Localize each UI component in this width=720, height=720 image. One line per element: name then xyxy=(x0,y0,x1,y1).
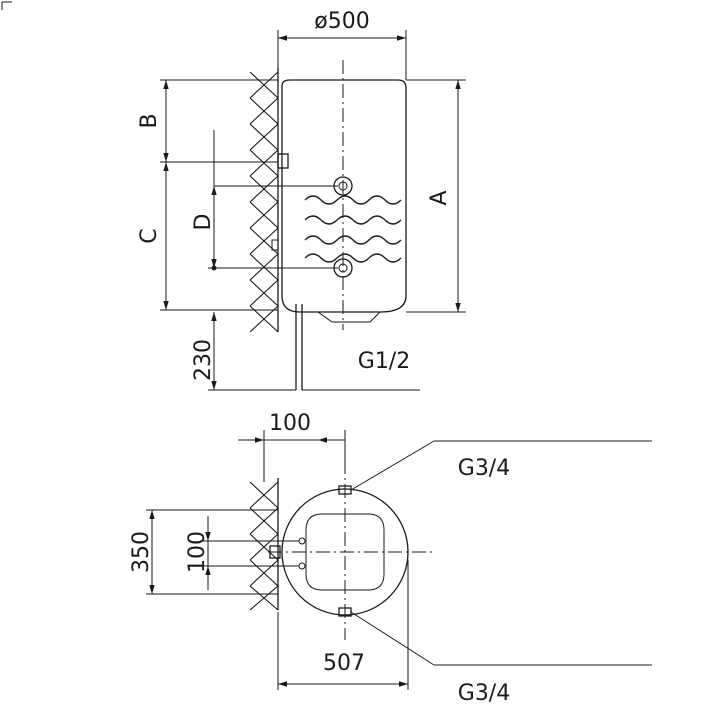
dim-bracket-inner: 100 xyxy=(185,516,299,590)
dim-bottom-offset: 230 xyxy=(191,312,296,391)
wall-hatching-side xyxy=(249,68,279,333)
bottom-connection-label: G3/4 xyxy=(458,681,510,706)
dim-b-c: B C xyxy=(137,79,278,311)
lower-bracket xyxy=(271,239,279,251)
wall-gap-label: 100 xyxy=(269,411,311,436)
dim-bracket-span: 350 xyxy=(129,509,278,595)
wall-bracket xyxy=(277,153,289,169)
inlet-pipe xyxy=(295,304,303,390)
leader-top-connection: G3/4 xyxy=(350,440,652,491)
dim-a: A xyxy=(406,79,466,313)
mount-hole-lower xyxy=(298,562,306,570)
mount-hole-upper xyxy=(298,537,306,545)
dim-c-label: C xyxy=(137,228,162,243)
heating-coil xyxy=(214,176,402,278)
dim-b-label: B xyxy=(137,113,162,128)
dim-d: D xyxy=(191,130,338,271)
corner-mark xyxy=(1,1,12,10)
tank-bottom-cap xyxy=(317,311,381,323)
pipe-thread-label: G1/2 xyxy=(358,349,410,374)
bracket-span-label: 350 xyxy=(129,531,154,573)
dim-a-label: A xyxy=(427,190,452,205)
dim-depth: 507 xyxy=(277,560,409,690)
diameter-label: ø500 xyxy=(314,9,369,34)
bottom-offset-label: 230 xyxy=(191,339,216,381)
tank-body xyxy=(281,79,407,313)
wall-hatching-top xyxy=(249,478,279,611)
dim-d-label: D xyxy=(191,214,216,231)
leader-bottom-connection: G3/4 xyxy=(350,611,652,706)
tank-inner-flange xyxy=(305,513,385,591)
bracket-inner-label: 100 xyxy=(185,531,210,573)
side-view: ø500 A B C D xyxy=(137,9,466,391)
top-view: 100 350 100 507 G3/4 xyxy=(129,411,652,706)
top-connection-label: G3/4 xyxy=(458,456,510,481)
top-bracket xyxy=(269,545,281,559)
dim-pipe-thread: G1/2 xyxy=(258,349,420,391)
dim-wall-gap: 100 xyxy=(238,411,346,482)
depth-label: 507 xyxy=(323,651,365,676)
dim-diameter: ø500 xyxy=(277,9,407,80)
